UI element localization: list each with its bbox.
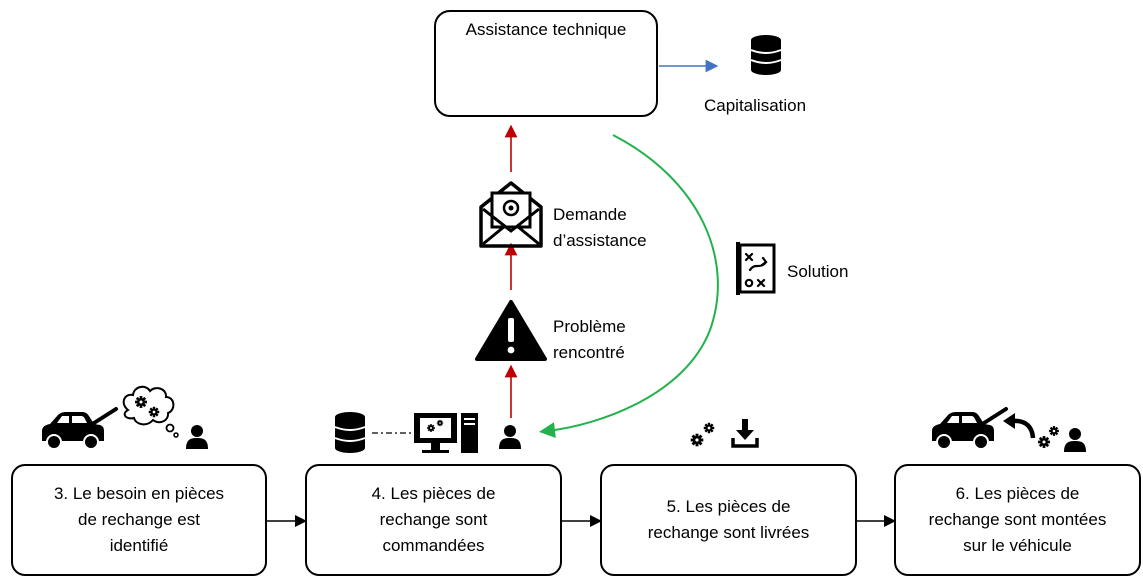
download-icon xyxy=(731,419,759,448)
step-4-line3: commandées xyxy=(382,536,485,555)
gears-icon xyxy=(690,422,715,447)
car-open-hood-icon xyxy=(40,407,118,451)
step-6-box: 6. Les pièces de rechange sont montées s… xyxy=(894,464,1141,576)
thinking-gears-icon xyxy=(122,385,179,438)
person-icon xyxy=(499,425,521,449)
problem-label-line1: Problème xyxy=(553,317,626,336)
step-3-line3: identifié xyxy=(109,536,169,555)
step-6-line1: 6. Les pièces de xyxy=(955,484,1080,503)
return-arrow-icon xyxy=(1003,413,1036,439)
database-icon xyxy=(750,35,782,75)
step-4-box: 4. Les pièces de rechange sont commandée… xyxy=(305,464,562,576)
email-icon xyxy=(479,181,543,248)
step-3-box: 3. Le besoin en pièces de rechange est i… xyxy=(11,464,267,576)
step-6-line2: rechange sont montées xyxy=(928,510,1107,529)
step-5-line1: 5. Les pièces de xyxy=(666,497,791,516)
step-4-line1: 4. Les pièces de xyxy=(371,484,496,503)
step-5-line2: rechange sont livrées xyxy=(647,523,810,542)
computer-icon xyxy=(414,413,478,453)
step-4-line2: rechange sont xyxy=(379,510,488,529)
solution-label: Solution xyxy=(787,262,849,281)
database-icon xyxy=(334,412,366,453)
person-icon xyxy=(1064,428,1086,452)
capitalisation-label: Capitalisation xyxy=(704,96,807,115)
step-3-line2: de rechange est xyxy=(78,510,200,529)
request-label-line1: Demande xyxy=(553,205,627,224)
solution-arrow xyxy=(539,134,719,439)
gears-icon xyxy=(1038,426,1059,448)
request-label-line2: d’assistance xyxy=(553,231,647,250)
warning-icon xyxy=(475,300,547,361)
step-3-line1: 3. Le besoin en pièces xyxy=(53,484,225,503)
technical-assistance-title: Assistance technique xyxy=(465,20,627,39)
person-icon xyxy=(186,425,208,449)
technical-assistance-box: Assistance technique xyxy=(434,10,658,117)
step-5-box: 5. Les pièces de rechange sont livrées xyxy=(600,464,857,576)
step-6-line3: sur le véhicule xyxy=(963,536,1072,555)
problem-label-line2: rencontré xyxy=(553,343,625,362)
car-open-hood-icon xyxy=(930,407,1008,451)
strategy-board-icon xyxy=(736,242,776,295)
